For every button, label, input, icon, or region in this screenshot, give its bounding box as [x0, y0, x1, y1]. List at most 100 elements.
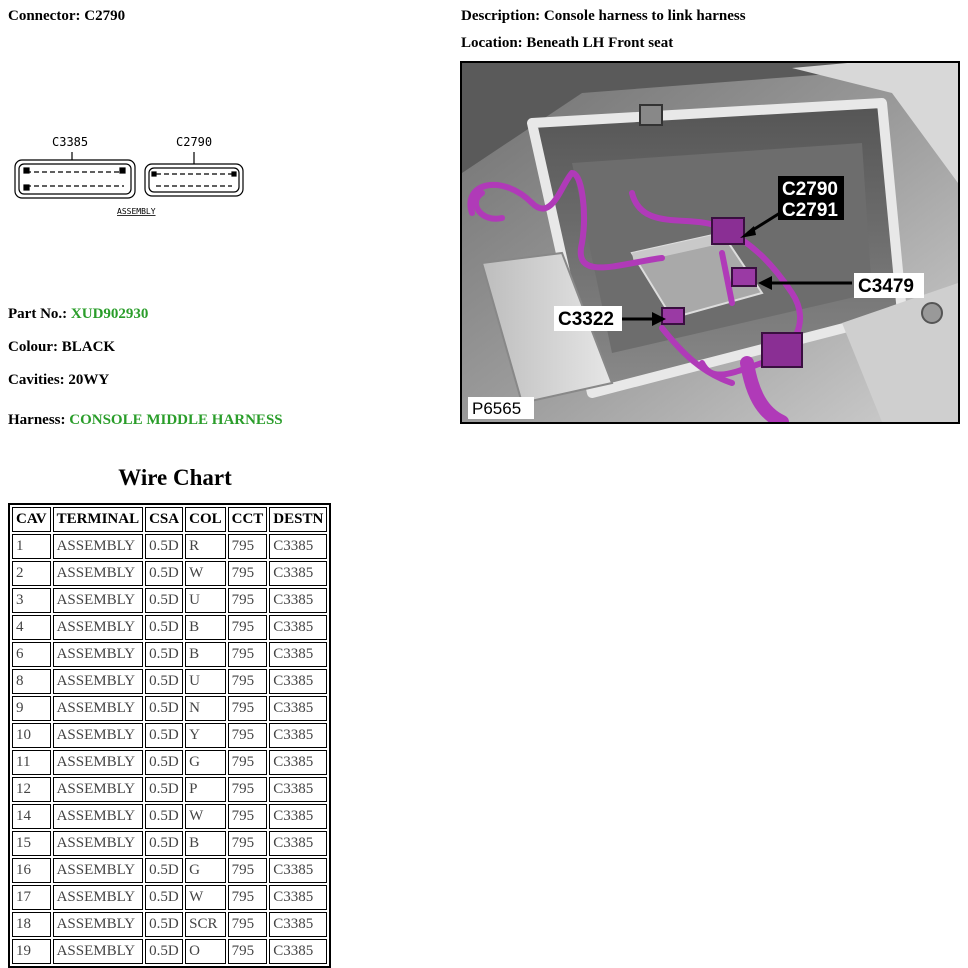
table-cell-destn: C3385 [269, 939, 328, 964]
table-cell-destn: C3385 [269, 642, 328, 667]
table-cell-terminal: ASSEMBLY [52, 534, 144, 559]
table-cell-cav: 6 [12, 642, 51, 667]
table-cell-cct: 795 [227, 750, 268, 775]
table-cell-terminal: ASSEMBLY [52, 696, 144, 721]
wiring-harness [467, 169, 804, 422]
table-cell-cct: 795 [227, 723, 268, 748]
table-cell-csa: 0.5D [145, 561, 184, 586]
table-cell-cav: 19 [12, 939, 51, 964]
table-cell-cct: 795 [227, 615, 268, 640]
table-cell-terminal: ASSEMBLY [52, 858, 144, 883]
callout-c2790: C2790 [782, 179, 838, 200]
table-cell-col: P [185, 777, 226, 802]
table-cell-cav: 17 [12, 885, 51, 910]
wire-chart-title: Wire Chart [118, 465, 232, 490]
table-cell-terminal: ASSEMBLY [52, 723, 144, 748]
table-cell-csa: 0.5D [145, 777, 184, 802]
part-number-value: XUD902930 [70, 306, 149, 322]
connector-diagram: C3385 C2790 ASSEMBLY [14, 135, 244, 216]
table-cell-cct: 795 [227, 642, 268, 667]
table-cell-terminal: ASSEMBLY [52, 804, 144, 829]
table-cell-csa: 0.5D [145, 669, 184, 694]
table-cell-csa: 0.5D [145, 642, 184, 667]
connector-c2790-shape [144, 152, 244, 197]
table-cell-col: Y [185, 723, 226, 748]
connector-location: Location: Beneath LH Front seat [461, 35, 674, 51]
table-cell-csa: 0.5D [145, 615, 184, 640]
table-cell-terminal: ASSEMBLY [52, 885, 144, 910]
table-cell-destn: C3385 [269, 858, 328, 883]
table-cell-terminal: ASSEMBLY [52, 669, 144, 694]
connector-description: Description: Console harness to link har… [461, 8, 746, 24]
table-cell-cav: 8 [12, 669, 51, 694]
table-cell-cav: 18 [12, 912, 51, 937]
table-cell-cav: 1 [12, 534, 51, 559]
harness: Harness: CONSOLE MIDDLE HARNESS [8, 412, 283, 429]
table-cell-col: B [185, 831, 226, 856]
table-cell-terminal: ASSEMBLY [52, 561, 144, 586]
table-cell-terminal: ASSEMBLY [52, 777, 144, 802]
table-cell-cct: 795 [227, 534, 268, 559]
table-cell-destn: C3385 [269, 669, 328, 694]
table-cell-cav: 15 [12, 831, 51, 856]
column-header-cav: CAV [12, 507, 51, 532]
table-cell-col: B [185, 642, 226, 667]
table-cell-csa: 0.5D [145, 858, 184, 883]
table-cell-col: W [185, 804, 226, 829]
column-header-col: COL [185, 507, 226, 532]
part-number: Part No.: XUD902930 [8, 306, 148, 323]
connector-title: Connector: C2790 [8, 8, 126, 24]
table-cell-cav: 11 [12, 750, 51, 775]
table-cell-terminal: ASSEMBLY [52, 831, 144, 856]
table-cell-destn: C3385 [269, 588, 328, 613]
callout-c2790-c2791: C2790 C2791 [740, 176, 844, 238]
table-cell-destn: C3385 [269, 885, 328, 910]
table-cell-col: U [185, 669, 226, 694]
table-cell-destn: C3385 [269, 696, 328, 721]
table-cell-cav: 2 [12, 561, 51, 586]
table-cell-cct: 795 [227, 831, 268, 856]
table-cell-col: B [185, 615, 226, 640]
table-cell-col: G [185, 858, 226, 883]
table-cell-cct: 795 [227, 885, 268, 910]
table-cell-terminal: ASSEMBLY [52, 588, 144, 613]
table-cell-col: W [185, 885, 226, 910]
table-cell-cct: 795 [227, 777, 268, 802]
callout-c3322-label: C3322 [558, 309, 614, 330]
table-cell-cct: 795 [227, 804, 268, 829]
table-cell-cav: 16 [12, 858, 51, 883]
table-cell-cct: 795 [227, 561, 268, 586]
table-cell-destn: C3385 [269, 750, 328, 775]
table-cell-destn: C3385 [269, 831, 328, 856]
table-cell-terminal: ASSEMBLY [52, 939, 144, 964]
table-cell-csa: 0.5D [145, 912, 184, 937]
table-cell-destn: C3385 [269, 723, 328, 748]
connector-c3385-shape [14, 152, 136, 199]
location-photo: C2790 C2791 C3479 C3322 P6565 [460, 61, 960, 424]
table-cell-csa: 0.5D [145, 939, 184, 964]
table-cell-cav: 12 [12, 777, 51, 802]
table-cell-col: G [185, 750, 226, 775]
connector-cavities: Cavities: 20WY [8, 372, 110, 388]
diagram-caption: ASSEMBLY [117, 207, 156, 216]
table-cell-cav: 9 [12, 696, 51, 721]
table-cell-col: W [185, 561, 226, 586]
table-cell-cav: 3 [12, 588, 51, 613]
table-cell-terminal: ASSEMBLY [52, 615, 144, 640]
callout-c3479-label: C3479 [858, 276, 914, 297]
table-cell-terminal: ASSEMBLY [52, 912, 144, 937]
